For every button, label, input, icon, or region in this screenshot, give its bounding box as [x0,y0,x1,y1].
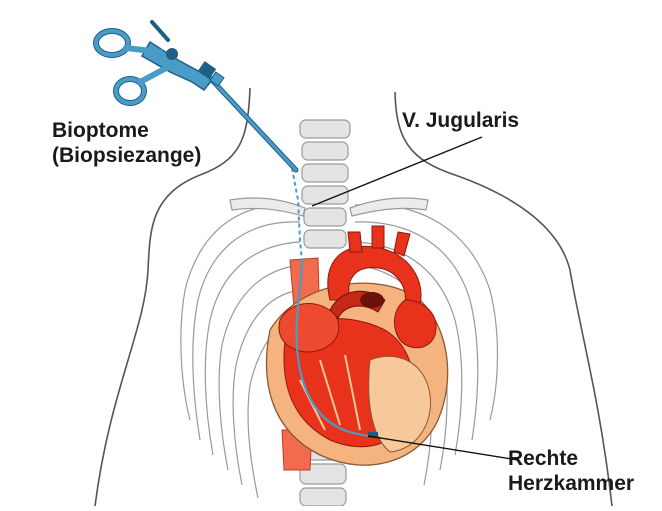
bioptome-label-line2: (Biopsiezange) [52,143,201,168]
jugularis-label: V. Jugularis [402,108,519,133]
bioptome-label: Bioptome (Biopsiezange) [52,118,201,168]
bioptome-label-line1: Bioptome [52,118,201,143]
herzkammer-label-line2: Herzkammer [508,471,634,496]
herzkammer-label: Rechte Herzkammer [508,446,634,496]
herzkammer-label-line1: Rechte [508,446,634,471]
